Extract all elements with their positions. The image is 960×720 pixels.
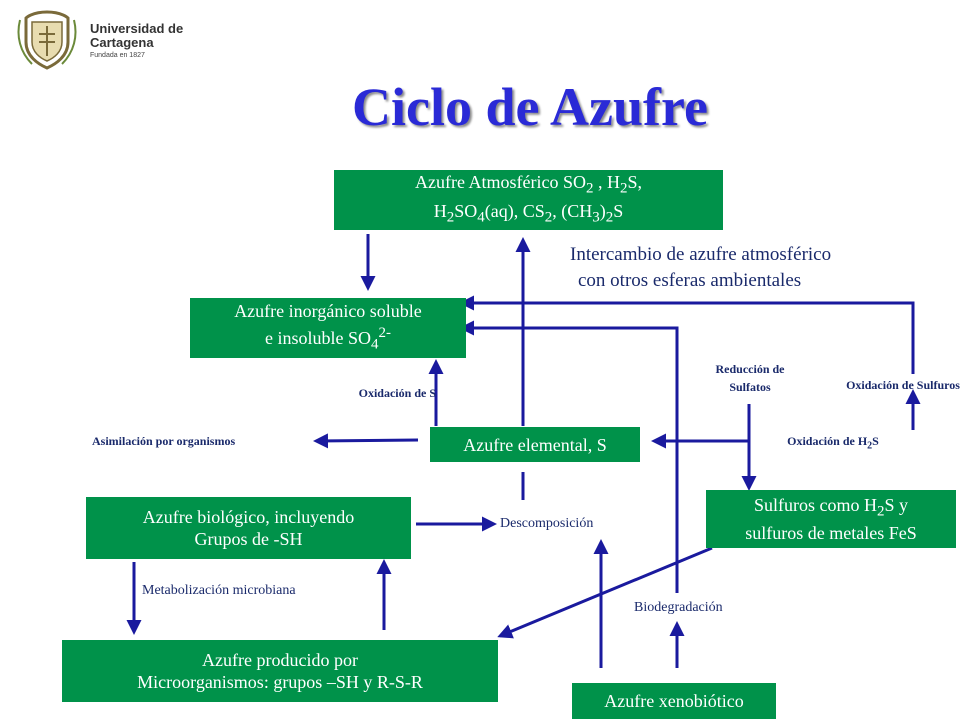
arrow-assimilation — [313, 433, 419, 449]
box-sulfides-line1: Sulfuros como H2S y — [753, 494, 908, 520]
university-logo: Universidad de Cartagena Fundada en 1827 — [12, 8, 184, 72]
box-atmospheric-line1: Azufre Atmosférico SO2 , H2S, — [415, 172, 642, 197]
box-microbial-line2: Microorganismos: grupos –SH y R-S-R — [137, 672, 423, 692]
page-title: Ciclo de Azufre — [352, 77, 708, 137]
arrow-sulfide-oxidation-to-inorganic — [459, 295, 915, 374]
label-atmospheric-exchange-line1: Intercambio de azufre atmosférico — [570, 244, 832, 265]
box-atmospheric-sulfur: Azufre Atmosférico SO2 , H2S, H2SO4(aq),… — [334, 170, 723, 230]
box-inorganic-line2: e insoluble SO42- — [265, 325, 391, 353]
label-microbial-metabolization: Metabolización microbiana — [142, 583, 296, 598]
logo-subtitle: Fundada en 1827 — [90, 52, 145, 59]
arrow-sulfides-to-micro — [497, 546, 713, 639]
label-sulfide-oxidation: Oxidación de Sulfuros — [846, 378, 960, 392]
box-sulfides: Sulfuros como H2S y sulfuros de metales … — [706, 490, 956, 548]
arrow-biodegradation-to-inorganic — [459, 320, 679, 593]
box-biological-line1: Azufre biológico, incluyendo — [142, 507, 355, 527]
box-elemental-sulfur: Azufre elemental, S — [430, 427, 640, 462]
box-microbial-sulfur: Azufre producido por Microorganismos: gr… — [62, 640, 498, 702]
label-sulfate-reduction: Reducción de Sulfatos — [715, 362, 785, 394]
label-decomposition: Descomposición — [500, 516, 594, 531]
box-xenobiotic-sulfur: Azufre xenobiótico — [572, 683, 776, 719]
label-h2s-oxidation: Oxidación de H2S — [787, 434, 879, 452]
box-sulfides-line2: sulfuros de metales FeS — [745, 523, 917, 544]
label-atmospheric-exchange: Intercambio de azufre atmosférico con ot… — [570, 242, 910, 294]
box-biological-sulfur: Azufre biológico, incluyendo Grupos de -… — [86, 497, 411, 559]
box-inorganic-line1: Azufre inorgánico soluble — [234, 301, 422, 322]
label-biodegradation: Biodegradación — [634, 600, 723, 615]
box-microbial-line1: Azufre producido por — [202, 650, 358, 670]
label-assimilation: Asimilación por organismos — [92, 434, 236, 448]
logo-name: Universidad de Cartagena — [90, 21, 184, 50]
label-oxidation-s: Oxidación de S — [358, 386, 436, 400]
box-atmospheric-line2: H2SO4(aq), CS2, (CH3)2S — [433, 201, 624, 226]
box-biological-line2: Grupos de -SH — [194, 529, 303, 549]
label-atmospheric-exchange-line2: con otros esferas ambientales — [578, 270, 802, 291]
crest-icon — [17, 10, 77, 70]
box-inorganic-sulfur: Azufre inorgánico soluble e insoluble SO… — [190, 298, 466, 358]
